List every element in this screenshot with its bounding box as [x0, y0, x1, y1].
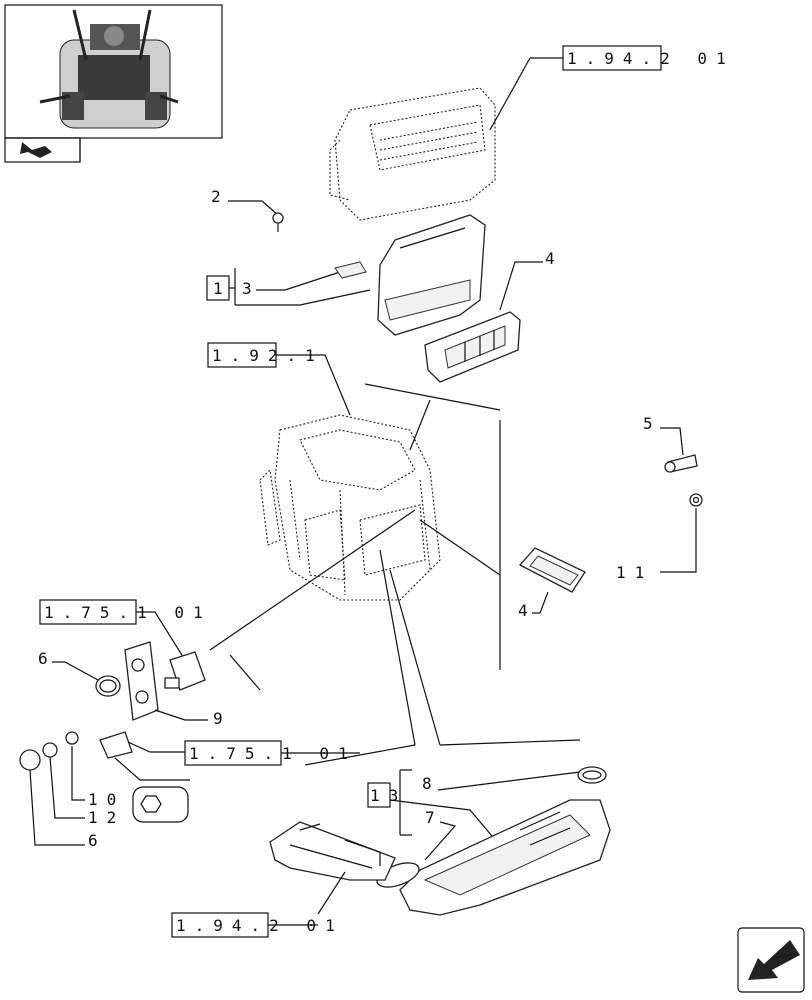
callout-9: 9: [213, 709, 223, 728]
ref-cab-frame: 1.92.1: [212, 346, 324, 365]
vent-grille-part[interactable]: [424, 311, 521, 383]
rocker-switch-part[interactable]: [164, 651, 206, 691]
cab-frame-part[interactable]: [259, 414, 441, 601]
ref-switch-left: 1.75.1 01: [44, 603, 212, 622]
grommet-part[interactable]: [95, 675, 121, 697]
bolt-part[interactable]: [272, 212, 284, 232]
ref-switch-mid: 1.75.1 01: [189, 744, 357, 763]
switch-icon-symbol: [132, 786, 189, 823]
lower-duct-part[interactable]: [399, 799, 611, 916]
callout-5: 5: [643, 414, 653, 433]
arrow-down-left-icon[interactable]: [737, 927, 805, 993]
svg-text:13: 13: [370, 786, 407, 805]
callout-3: 3: [242, 279, 252, 298]
callout-10: 10: [88, 790, 125, 809]
callout-12: 12: [88, 808, 125, 827]
grommet-pair[interactable]: [19, 731, 79, 771]
callout-2: 2: [211, 187, 221, 206]
callout-6a: 6: [38, 649, 48, 668]
switch-connector-part[interactable]: [99, 731, 190, 781]
ref-box-cab: [207, 342, 277, 368]
switch-panel-plate[interactable]: [124, 641, 159, 721]
ref-duct: 1.94.2 01: [176, 916, 344, 935]
tractor-thumbnail-image: [39, 9, 179, 129]
washer-part[interactable]: [689, 493, 703, 507]
ref-roof: 1.94.2 01: [567, 49, 735, 68]
callout-6b: 6: [88, 831, 98, 850]
callout-7: 7: [425, 808, 435, 827]
screw-part[interactable]: [664, 454, 698, 473]
roof-air-unit[interactable]: [329, 87, 496, 221]
arrow-left-icon[interactable]: [20, 142, 52, 158]
clip-part[interactable]: [334, 261, 367, 279]
ref-box-switch-left: [39, 599, 137, 625]
callout-8: 8: [422, 774, 432, 793]
air-duct-part[interactable]: [377, 214, 486, 336]
boxed-num-13: [367, 782, 391, 808]
thumbnail-panel[interactable]: [4, 4, 223, 163]
callout-4a: 4: [545, 249, 555, 268]
callout-4b: 4: [518, 601, 528, 620]
seal-ring-part[interactable]: [577, 766, 607, 784]
svg-text:1: 1: [213, 279, 223, 298]
small-vent-part[interactable]: [518, 547, 586, 593]
callout-11: 11: [616, 563, 653, 582]
floor-duct-part[interactable]: [269, 821, 396, 881]
